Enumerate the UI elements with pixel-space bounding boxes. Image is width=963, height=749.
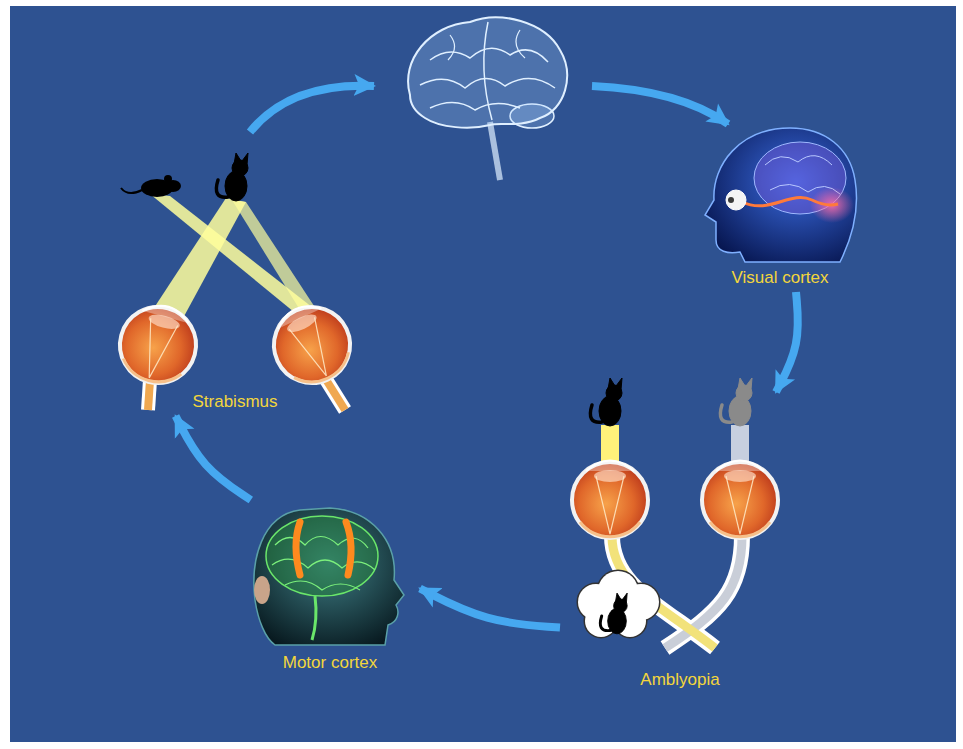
cycle-arrow xyxy=(176,416,251,500)
figure-label: Motor cortex xyxy=(283,653,377,673)
amblyopia-group: Amblyopia xyxy=(560,392,800,694)
figure-label: Amblyopia xyxy=(640,670,719,690)
brain-figure xyxy=(408,17,567,180)
strabismus-figure xyxy=(111,153,362,410)
cycle-arrow xyxy=(776,292,798,392)
motor-cortex-group: Motor cortex xyxy=(240,500,420,677)
figure-label: Visual cortex xyxy=(731,268,828,288)
visual-cortex-group: Visual cortex xyxy=(700,120,860,292)
cycle-arrow xyxy=(420,589,560,628)
visual-cortex-figure xyxy=(705,128,857,262)
figure-label: Strabismus xyxy=(192,392,277,412)
background-panel xyxy=(10,6,956,742)
motor-cortex-figure xyxy=(254,508,404,645)
strabismus-group: Strabismus xyxy=(100,175,370,416)
amblyopia-figure xyxy=(572,378,778,648)
cycle-arrow xyxy=(250,86,728,132)
